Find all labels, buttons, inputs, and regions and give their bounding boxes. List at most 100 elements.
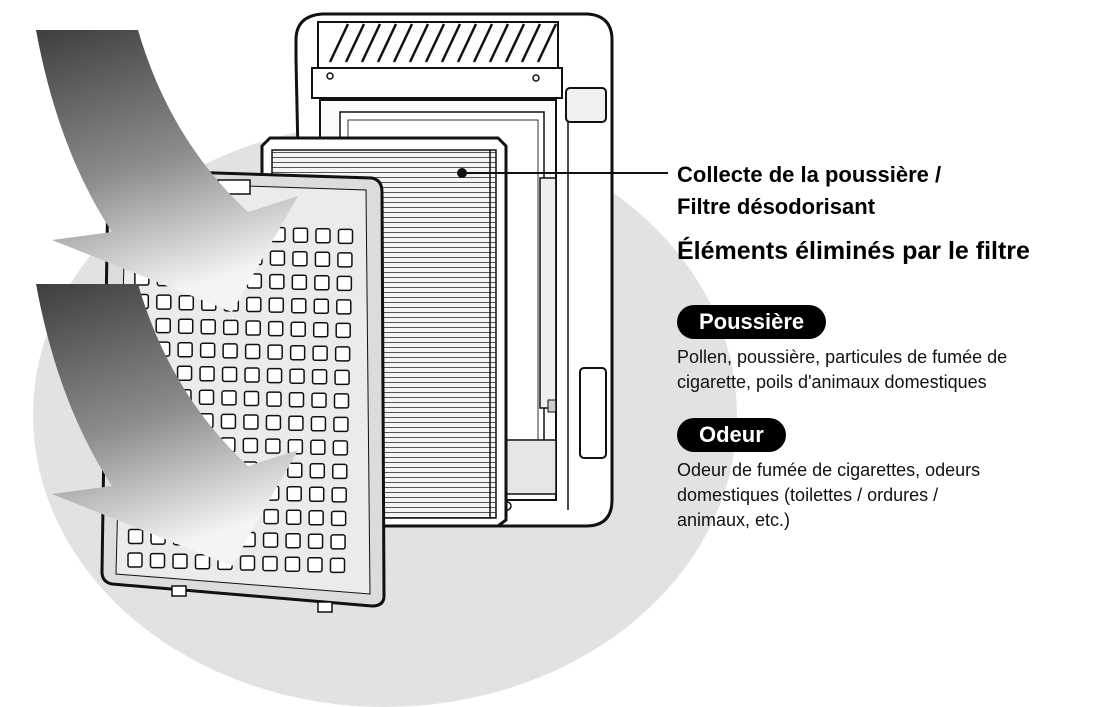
perforation-hole	[266, 367, 283, 384]
perforation-hole	[286, 485, 302, 502]
perforation-hole	[285, 532, 301, 549]
perforation-hole	[332, 463, 348, 480]
perforation-hole	[199, 342, 216, 359]
perforation-hole	[266, 391, 282, 407]
perforation-hole	[337, 252, 353, 268]
perforation-hole	[291, 297, 307, 314]
airflow-arrow-icon	[36, 284, 298, 566]
perforation-hole	[199, 366, 215, 382]
perforation-hole	[307, 557, 323, 573]
perforation-hole	[172, 553, 188, 569]
perforation-hole	[221, 366, 238, 383]
perforation-hole	[288, 391, 305, 408]
perforation-hole	[333, 416, 349, 433]
callout-line-1: Collecte de la poussière /	[677, 162, 942, 187]
perforation-hole	[314, 251, 331, 268]
perforation-hole	[308, 510, 324, 526]
description-line: Odeur de fumée de cigarettes, odeurs	[677, 460, 981, 480]
perforation-hole	[244, 343, 261, 360]
perforation-hole	[314, 275, 330, 291]
perforation-hole	[312, 322, 329, 338]
perforation-hole	[307, 533, 324, 550]
perforation-hole	[177, 341, 193, 358]
perforation-hole	[290, 321, 306, 337]
perforation-hole	[288, 415, 304, 431]
perforation-hole	[287, 462, 303, 478]
perforation-hole	[265, 438, 281, 454]
perforation-hole	[149, 552, 166, 569]
perforation-hole	[285, 509, 302, 525]
description-line: cigarette, poils d'animaux domestiques	[677, 372, 987, 392]
category-description-dust: Pollen, poussière, particules de fumée d…	[677, 345, 1107, 395]
perforation-hole	[127, 528, 144, 545]
perforation-hole	[289, 368, 305, 384]
perforation-hole	[332, 440, 349, 456]
perforation-hole	[246, 296, 262, 313]
perforation-hole	[243, 390, 260, 407]
perforation-hole	[334, 369, 350, 386]
perforation-hole	[310, 439, 326, 456]
perforation-hole	[178, 294, 195, 311]
perforation-hole	[222, 319, 239, 336]
perforation-hole	[269, 250, 286, 266]
category-badge-odor: Odeur	[677, 418, 786, 452]
perforation-hole	[127, 552, 143, 568]
perforation-hole	[177, 318, 194, 334]
perforation-hole	[239, 555, 256, 571]
perforation-hole	[198, 389, 215, 406]
callout-line-2: Filtre désodorisant	[677, 194, 876, 219]
perforation-hole	[262, 555, 278, 572]
perforation-hole	[330, 534, 346, 550]
perforation-hole	[331, 487, 347, 503]
perforation-hole	[155, 317, 171, 334]
description-line: animaux, etc.)	[677, 510, 791, 530]
perforation-hole	[311, 392, 327, 409]
perforation-hole	[291, 274, 308, 290]
perforation-hole	[315, 228, 331, 244]
perforation-hole	[220, 413, 237, 430]
perforation-hole	[333, 393, 350, 409]
perforation-hole	[310, 416, 327, 432]
perforation-hole	[221, 390, 237, 406]
perforation-hole	[200, 319, 216, 335]
category-description-odor: Odeur de fumée de cigarettes, odeurs dom…	[677, 458, 1017, 533]
perforation-hole	[262, 532, 279, 548]
description-line: Pollen, poussière, particules de fumée d…	[677, 347, 1008, 367]
perforation-hole	[308, 486, 325, 503]
perforation-hole	[267, 320, 284, 337]
perforation-hole	[312, 345, 328, 362]
category-badge-dust: Poussière	[677, 305, 827, 339]
perforation-hole	[242, 437, 259, 454]
perforation-hole	[336, 275, 353, 292]
perforation-hole	[244, 367, 260, 383]
perforation-hole	[263, 508, 279, 525]
callout-filter-name: Collecte de la poussière / Filtre désodo…	[677, 159, 941, 223]
perforation-hole	[243, 414, 259, 430]
perforation-hole	[336, 299, 352, 315]
section-title: Éléments éliminés par le filtre	[677, 237, 1030, 265]
perforation-hole	[289, 344, 306, 361]
perforation-hole	[313, 298, 330, 315]
perforation-hole	[245, 320, 261, 336]
perforation-hole	[292, 250, 308, 267]
perforation-hole	[330, 510, 347, 527]
perforation-hole	[311, 369, 328, 385]
perforation-hole	[222, 343, 238, 359]
perforation-hole	[194, 554, 211, 570]
perforation-hole	[268, 297, 285, 313]
description-line: domestiques (toilettes / ordures /	[677, 485, 939, 505]
perforation-hole	[156, 294, 172, 310]
airflow-arrow-icon	[36, 30, 298, 312]
perforation-hole	[337, 228, 354, 245]
perforation-hole	[335, 322, 351, 339]
perforation-hole	[334, 346, 351, 362]
perforation-hole	[329, 557, 346, 574]
perforation-hole	[176, 365, 193, 381]
perforation-hole	[267, 344, 283, 360]
perforation-hole	[269, 273, 285, 290]
perforation-hole	[265, 414, 282, 431]
perforation-hole	[309, 463, 326, 479]
perforation-hole	[284, 556, 301, 572]
